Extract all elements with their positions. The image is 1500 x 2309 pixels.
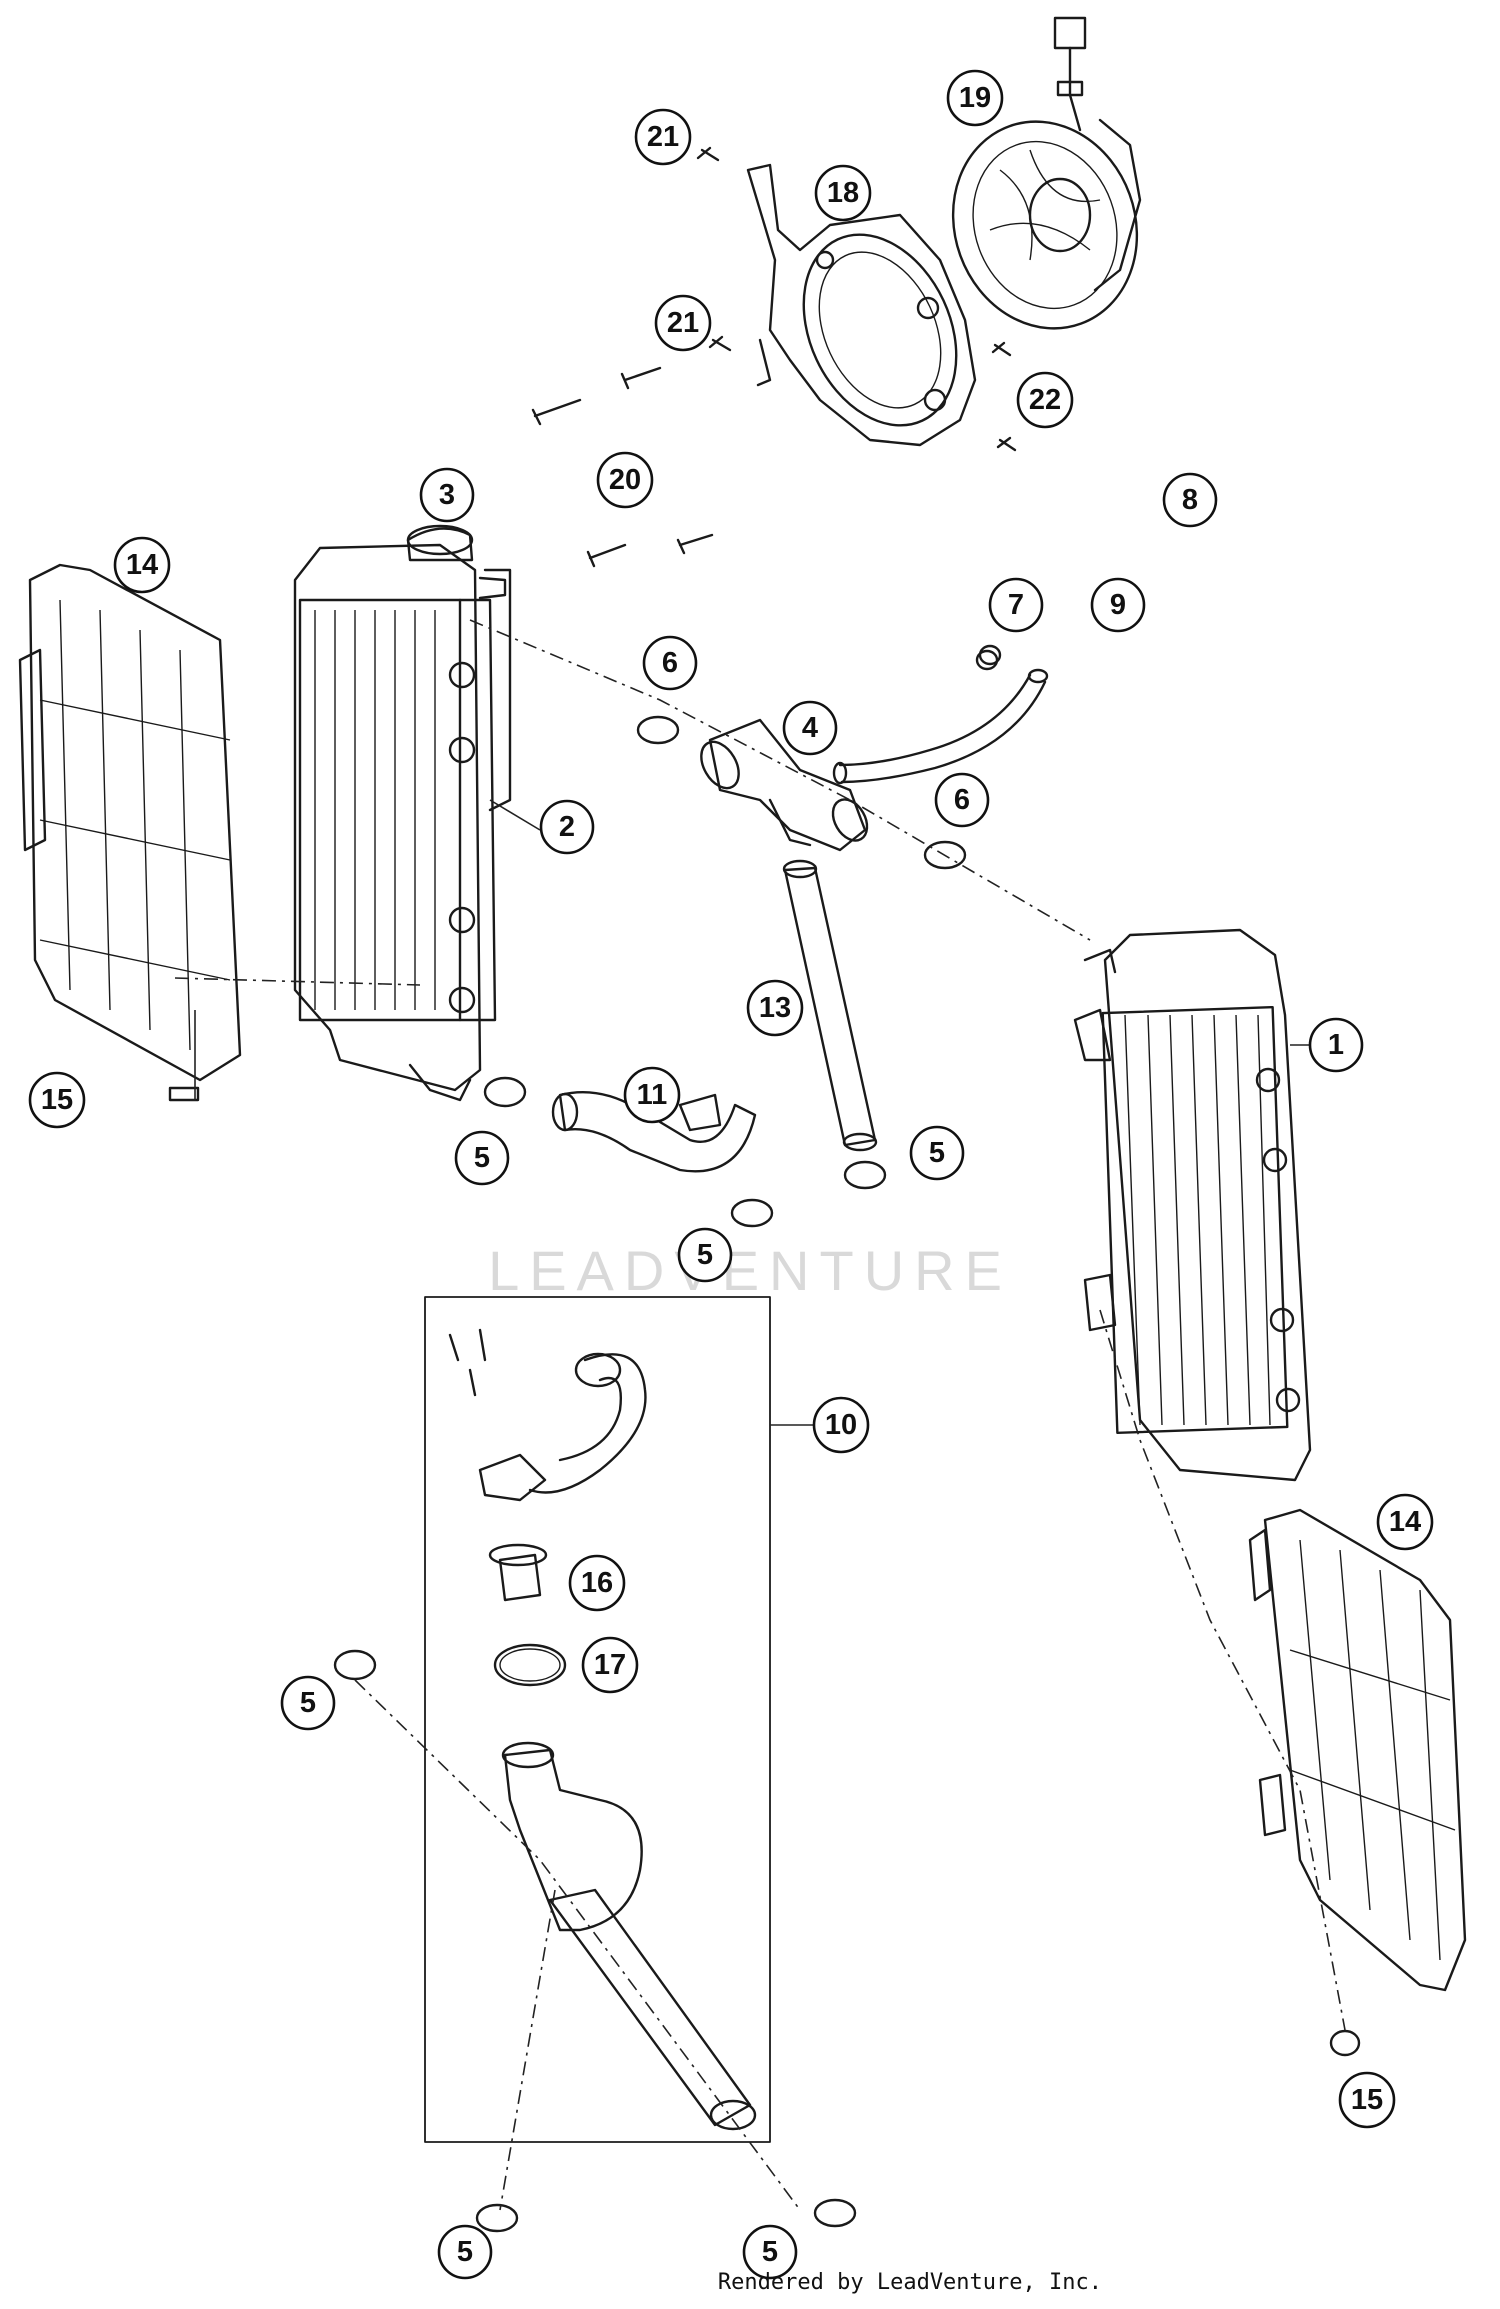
callout-19: 19	[946, 69, 1004, 127]
svg-text:21: 21	[647, 121, 679, 153]
radiator-louver-left-part	[18, 563, 242, 1082]
callout-13: 13	[746, 979, 804, 1037]
svg-text:13: 13	[759, 992, 791, 1024]
callout-21: 21	[634, 108, 692, 166]
svg-text:5: 5	[300, 1687, 316, 1719]
svg-text:5: 5	[457, 2236, 473, 2268]
svg-text:6: 6	[662, 647, 678, 679]
fan-shroud-part	[746, 163, 977, 447]
callout-9: 9	[1090, 577, 1146, 633]
callout-5: 5	[909, 1125, 965, 1181]
callout-11: 11	[623, 1066, 681, 1124]
assembly-lines	[174, 619, 1346, 2211]
svg-text:19: 19	[959, 82, 991, 114]
screws	[531, 146, 1017, 568]
radiator-right-part	[1073, 928, 1312, 1482]
callout-3: 3	[419, 467, 475, 523]
callout-5: 5	[454, 1130, 510, 1186]
callout-17: 17	[581, 1636, 639, 1694]
callout-5: 5	[280, 1675, 336, 1731]
svg-text:4: 4	[802, 712, 818, 744]
svg-text:14: 14	[126, 549, 158, 581]
callout-20: 20	[596, 451, 654, 509]
callout-4: 4	[782, 700, 838, 756]
svg-text:10: 10	[825, 1409, 857, 1441]
watermark: LEADVENTURE	[488, 1239, 1012, 1302]
callout-15: 15	[1338, 2071, 1396, 2129]
straight-hose-part	[782, 859, 878, 1152]
thermostat-kit-box	[424, 1296, 820, 2143]
svg-text:21: 21	[667, 307, 699, 339]
radiator-left-part	[293, 524, 512, 1102]
svg-text:11: 11	[637, 1079, 668, 1111]
cooling-fan-part	[951, 16, 1142, 330]
callout-10: 10	[812, 1396, 870, 1454]
svg-text:8: 8	[1182, 484, 1198, 516]
svg-text:1: 1	[1328, 1029, 1344, 1061]
svg-text:5: 5	[929, 1137, 945, 1169]
svg-text:18: 18	[827, 177, 859, 209]
callout-14: 14	[1376, 1493, 1434, 1551]
svg-text:3: 3	[439, 479, 455, 511]
hose-connector-part	[700, 718, 869, 852]
svg-text:5: 5	[762, 2236, 778, 2268]
callout-22: 22	[1016, 371, 1074, 429]
callout-5: 5	[677, 1227, 733, 1283]
callout-5: 5	[437, 2224, 493, 2280]
svg-text:17: 17	[594, 1649, 626, 1681]
hose-clamps	[168, 644, 1361, 2233]
svg-text:5: 5	[474, 1142, 490, 1174]
svg-text:7: 7	[1008, 589, 1024, 621]
svg-text:14: 14	[1389, 1506, 1421, 1538]
callout-6: 6	[934, 772, 990, 828]
callout-7: 7	[988, 577, 1044, 633]
svg-text:15: 15	[41, 1084, 73, 1116]
callout-1: 1	[1308, 1017, 1364, 1073]
svg-text:16: 16	[581, 1567, 613, 1599]
callout-16: 16	[568, 1554, 626, 1612]
callout-21: 21	[654, 294, 712, 352]
render-credit: Rendered by LeadVenture, Inc.	[717, 2270, 1102, 2295]
svg-text:20: 20	[609, 464, 641, 496]
callout-5: 5	[742, 2224, 798, 2280]
curved-hose-part	[551, 1090, 757, 1173]
svg-text:9: 9	[1110, 589, 1126, 621]
callout-18: 18	[814, 164, 872, 222]
svg-text:5: 5	[697, 1239, 713, 1271]
callout-14: 14	[113, 536, 171, 594]
svg-text:6: 6	[954, 784, 970, 816]
radiator-louver-right-part	[1248, 1508, 1467, 1992]
callout-8: 8	[1162, 472, 1218, 528]
callout-6: 6	[642, 635, 698, 691]
svg-text:22: 22	[1029, 384, 1061, 416]
svg-text:15: 15	[1351, 2084, 1383, 2116]
callout-2: 2	[539, 799, 595, 855]
svg-text:2: 2	[559, 811, 575, 843]
callout-15: 15	[28, 1071, 86, 1129]
bleed-hose-part	[832, 668, 1049, 785]
